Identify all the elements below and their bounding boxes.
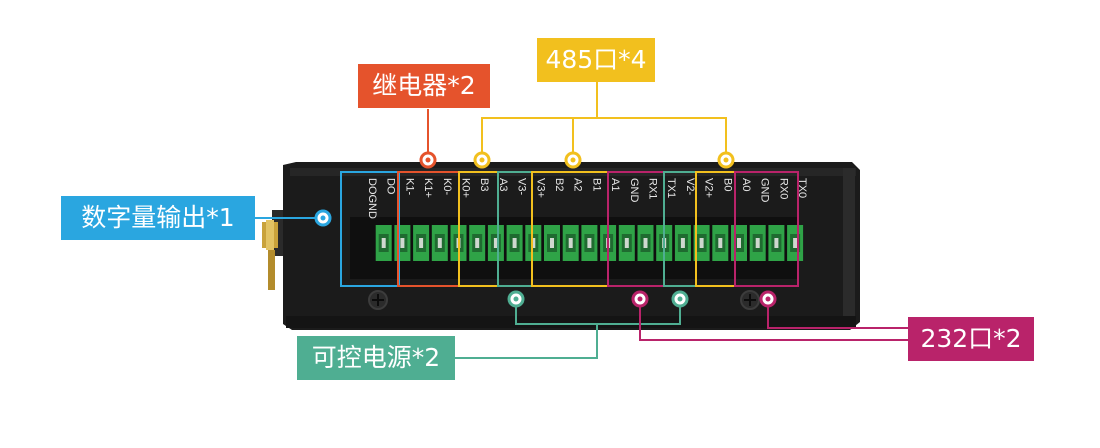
terminal-pin [787, 225, 804, 261]
terminal-pin [637, 225, 654, 261]
terminal-pin [749, 225, 766, 261]
terminal-pin [413, 225, 430, 261]
power-marker-1 [507, 290, 525, 308]
terminal-pin [693, 225, 710, 261]
terminal-label: RX0 [777, 178, 789, 199]
power-callout-label: 可控电源*2 [297, 336, 455, 380]
digital-output-callout-label: 数字量输出*1 [61, 196, 255, 240]
terminal-pin [581, 225, 598, 261]
terminal-label: V3+ [534, 178, 546, 198]
rs232-group-outline-0 [734, 171, 799, 287]
terminal-label: A1 [609, 178, 621, 191]
rs232-marker-1 [631, 290, 649, 308]
rs485-marker-a3 [473, 151, 491, 169]
rs485-leader-lines [481, 82, 727, 152]
relay-marker [419, 151, 437, 169]
terminal-label: GND [628, 178, 640, 203]
rs232-callout-label: 232口*2 [908, 317, 1034, 361]
terminal-pin [394, 225, 411, 261]
terminal-label: K0- [441, 178, 453, 195]
rs232-marker-0 [759, 290, 777, 308]
terminal-label: TX1 [665, 178, 677, 198]
power-marker-2 [671, 290, 689, 308]
terminal-label: B2 [553, 178, 565, 191]
terminal-pin [712, 225, 729, 261]
terminal-pin [562, 225, 579, 261]
antenna-connector [262, 210, 284, 290]
terminal-label: DO [385, 178, 397, 195]
terminal-pin [431, 225, 448, 261]
terminal-pin [487, 225, 504, 261]
terminal-label: K1- [403, 178, 415, 195]
rs232-leader-lines [639, 307, 908, 341]
digital-out-marker [314, 209, 332, 227]
terminal-label: GND [759, 178, 771, 203]
terminal-pin [674, 225, 691, 261]
terminal-label: A2 [572, 178, 584, 191]
terminal-label: K0+ [460, 178, 472, 198]
power-leader-lines [455, 307, 681, 359]
terminal-label: V3- [516, 178, 528, 195]
terminal-pin [469, 225, 486, 261]
terminal-pin [506, 225, 523, 261]
screw-right [740, 290, 760, 310]
terminal-pin [618, 225, 635, 261]
terminal-pin [731, 225, 747, 261]
terminal-pin [375, 225, 392, 261]
terminal-label: DOGND [366, 178, 378, 219]
terminal-label: B3 [478, 178, 490, 191]
terminal-label: A0 [740, 178, 752, 191]
rs485-callout-label: 485口*4 [537, 38, 655, 82]
terminal-label: RX1 [647, 178, 659, 199]
terminal-pin [544, 225, 560, 261]
terminal-label: V2- [684, 178, 696, 195]
terminal-label: B1 [590, 178, 602, 191]
rs485-marker-a1 [564, 151, 582, 169]
terminal-pin [768, 225, 785, 261]
terminal-label: A3 [497, 178, 509, 191]
terminal-label: B0 [721, 178, 733, 191]
rs485-marker-a0 [717, 151, 735, 169]
terminal-label: V2+ [703, 178, 715, 198]
screw-left [368, 290, 388, 310]
terminal-label: K1+ [422, 178, 434, 198]
terminal-pin [525, 225, 542, 261]
terminal-block: DOGND DO K1- K1+ K0- K0+ B3 A3 V3- V3+ B2 A2 B1 A1 GND… [350, 178, 808, 279]
terminal-label: TX0 [796, 178, 808, 198]
relay-callout-label: 继电器*2 [358, 64, 490, 108]
